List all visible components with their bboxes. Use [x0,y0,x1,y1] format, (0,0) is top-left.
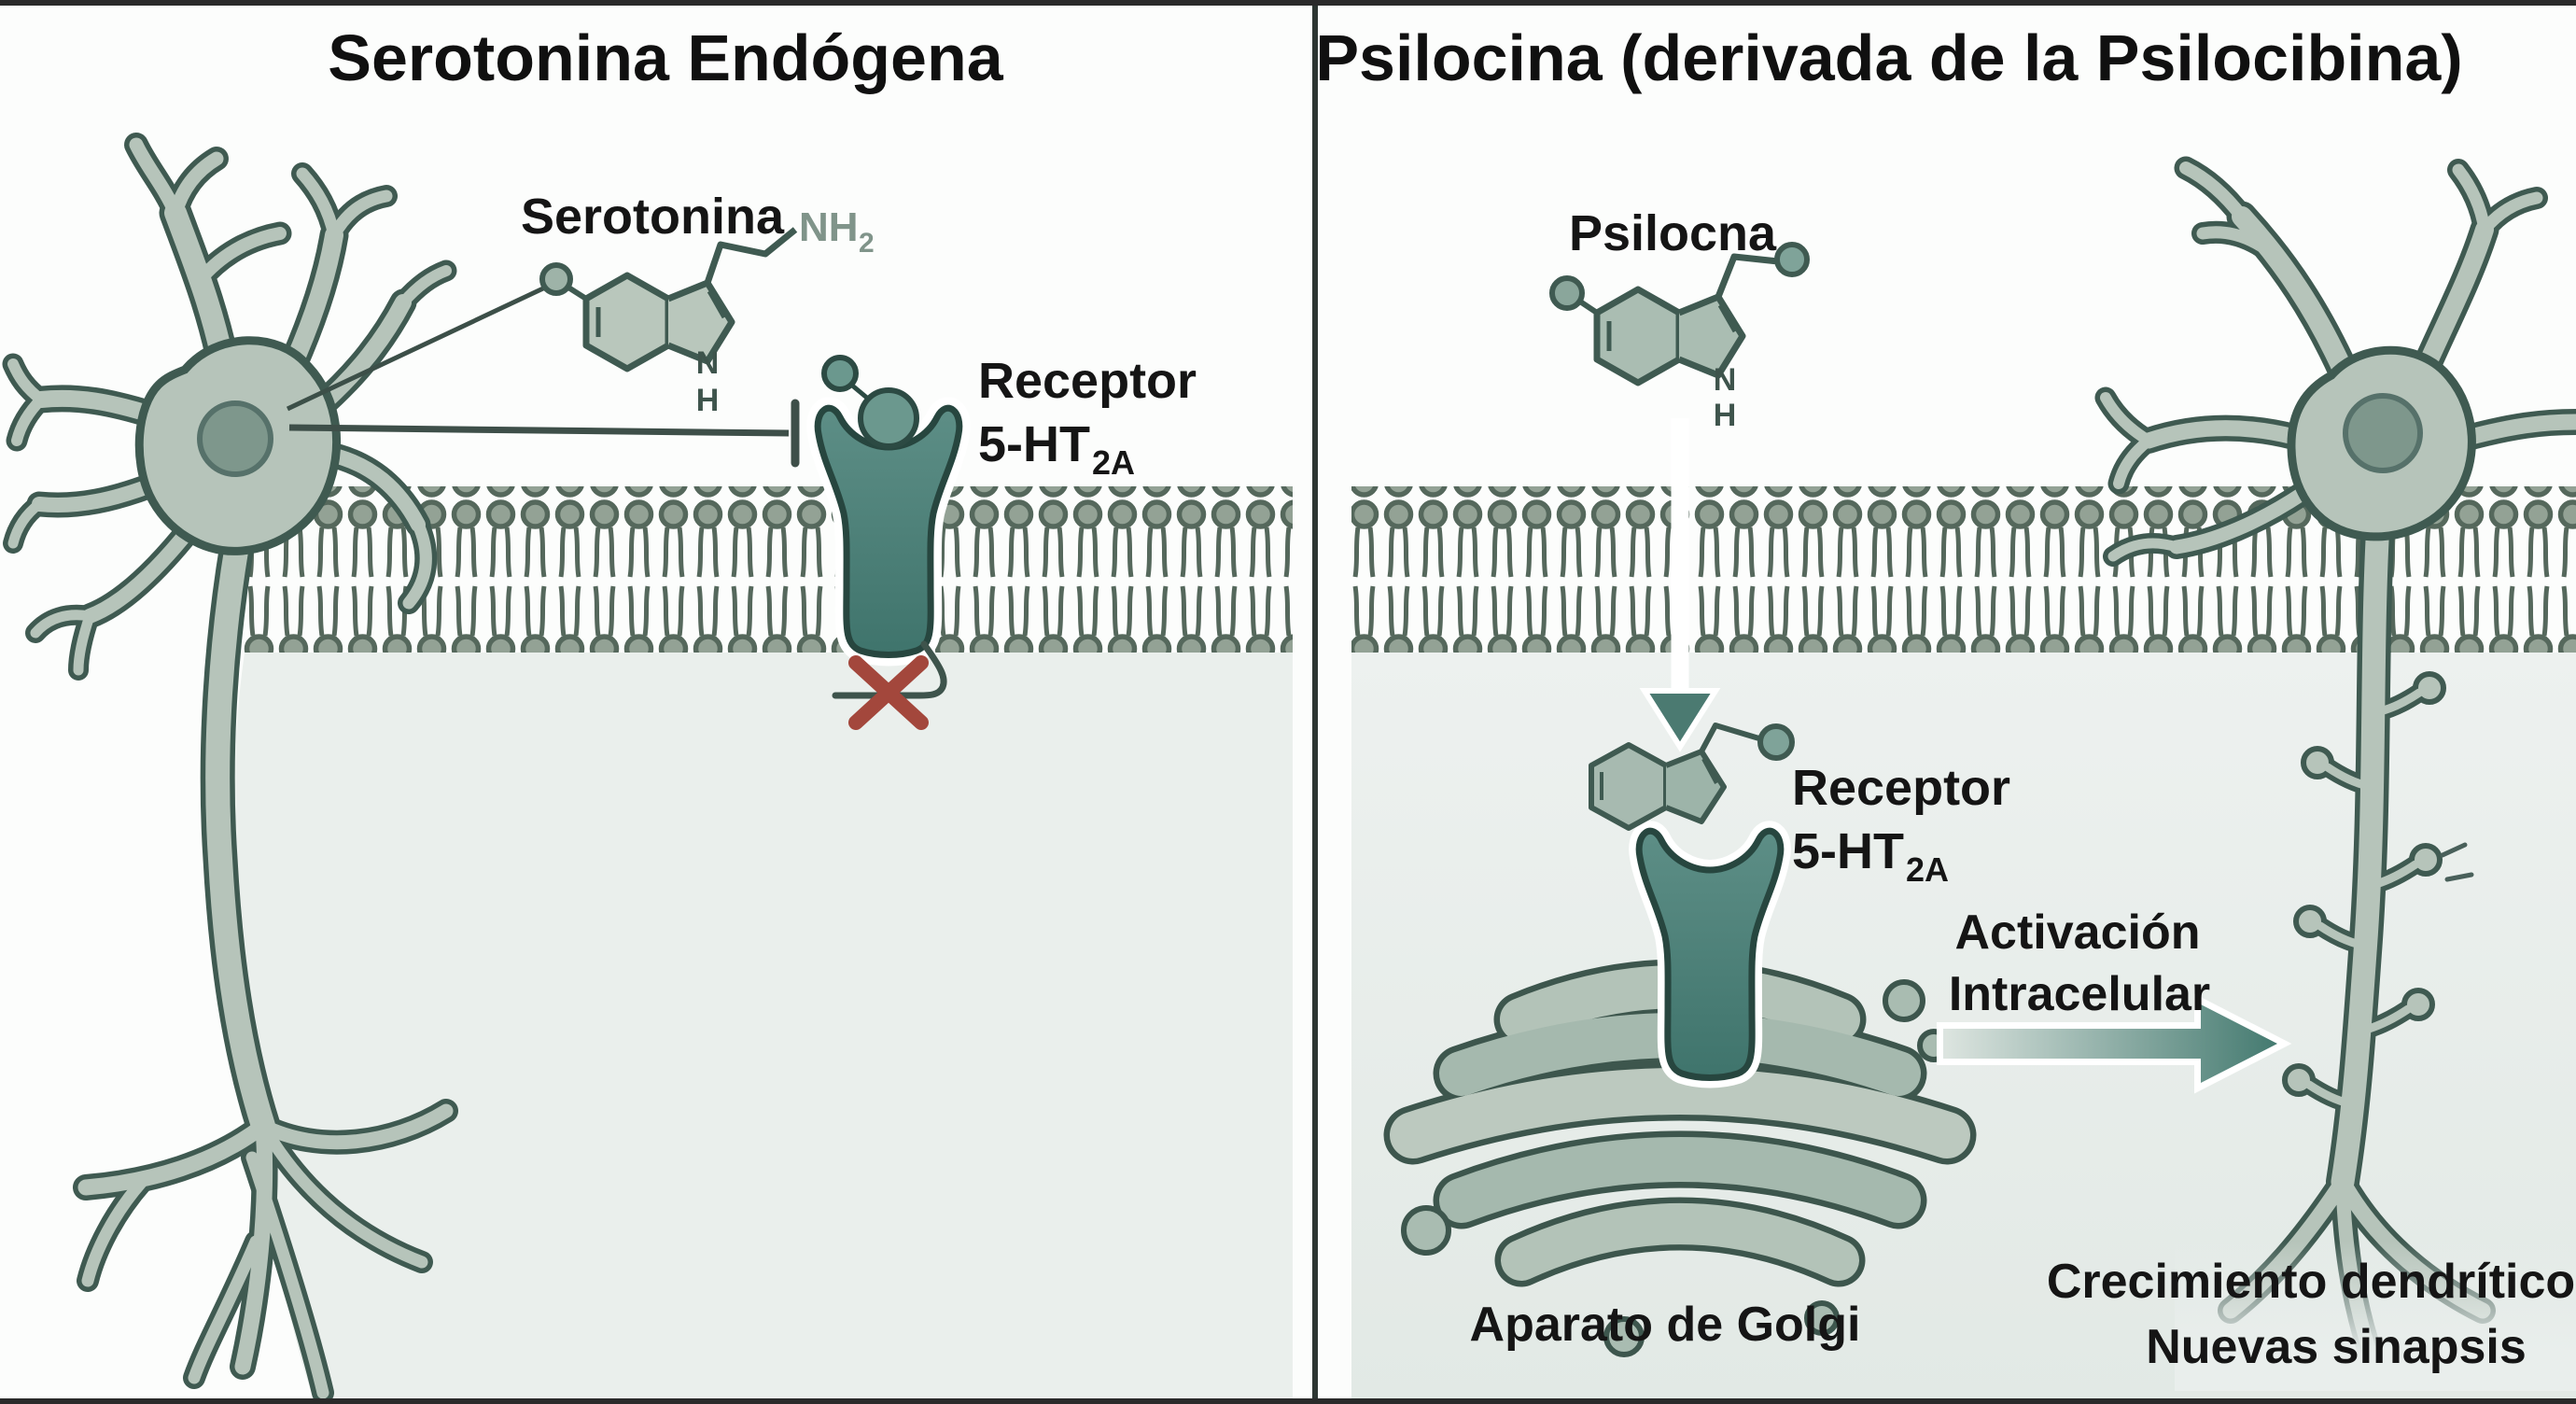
ligand-ball [858,387,919,449]
psilocin-molecule [1549,242,1810,386]
amine-group-label: NH [799,204,859,250]
branch-fade [2175,1242,2576,1391]
right-panel-title: Psilocina (derivada de la Psilocibina) [1315,21,2462,94]
activation-arrow-icon [1937,993,2292,1094]
serotonin-label: Serotonina [521,189,785,245]
receptor-subtype-left: 5-HT [978,416,1090,472]
hydroxyl-group [539,262,573,296]
activation-label-line2: Intracelular [1949,967,2210,1021]
callout-line [286,285,547,412]
amine-group-sub: 2 [859,228,875,259]
psilocin-label: Psilocna [1569,205,1777,261]
activation-label-line1: Activación [1955,906,2201,960]
receptor-label-left: Receptor [978,353,1197,409]
amine-ball [1774,242,1810,277]
receptor-subtype-right: 5-HT [1792,823,1904,879]
ligand-small [821,355,859,392]
bottom-edge [0,1398,2576,1404]
outcome-label-line1: Crecimiento dendrítico [2047,1255,2575,1309]
receptor-subtype-sub-left: 2A [1092,443,1135,482]
serotonin-n-atom: N [696,345,720,381]
receptor-subtype-sub-right: 2A [1906,850,1949,889]
blocked-x-icon [848,655,929,730]
receptor-5ht2a-right [1629,821,1791,1088]
psilocin-h-atom: H [1714,398,1737,433]
nucleus-left [197,400,273,477]
new-synapse-sparkle-icon [2440,842,2474,882]
serotonin-h-atom: H [696,383,720,418]
cytoplasm-left [233,653,1294,1404]
serotonin-molecule [539,227,798,372]
vesicle [1804,1300,1840,1336]
psilocin-n-atom: N [1714,362,1737,398]
neuron-left [2,133,458,1404]
vesicle [1603,1316,1645,1357]
hydroxyl-group [1549,275,1585,311]
receptor-label-right: Receptor [1792,760,2010,816]
down-arrow-icon [1639,418,1721,752]
nucleus-right [2343,393,2423,473]
psilocin-bound-molecule [1589,723,1795,831]
top-edge [0,0,2576,6]
vesicle [1401,1205,1451,1256]
receptor-tail [832,640,947,699]
golgi-label: Aparato de Golgi [1470,1298,1861,1352]
left-panel-title: Serotonina Endógena [328,21,1003,94]
panel-divider [1312,0,1318,1404]
receptor-5ht2a-left [806,355,971,699]
outcome-label-line2: Nuevas sinapsis [2146,1320,2527,1374]
inhibition-line [288,399,800,468]
vesicle [1883,979,1925,1022]
